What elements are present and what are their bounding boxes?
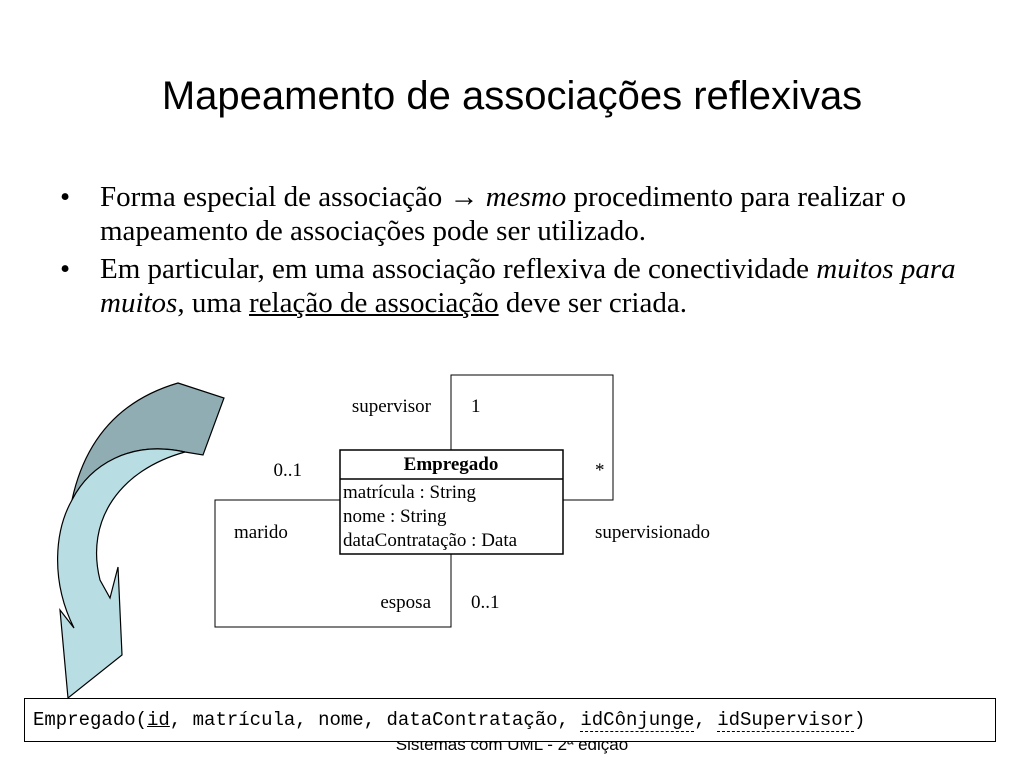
role-esposa: esposa [380,592,431,613]
relation-attribute: nome [318,709,364,731]
bullet-marker: • [60,181,71,213]
relation-separator: , [295,709,319,731]
mult-marido: 0..1 [274,460,303,481]
bullet-text: , uma [177,287,250,319]
relation-separator: , [169,709,193,731]
slide-title: Mapeamento de associações reflexivas [161,74,863,118]
foreign-key: idCônjunge [580,709,695,732]
bullet-underlined: relação de associação [249,287,499,319]
role-marido: marido [234,522,288,543]
bullet-text: Forma especial de associação [100,181,450,213]
bullet-text: procedimento para realizar o mapeamento … [100,181,907,247]
bullet-list: • Forma especial de associação → mesmo p… [60,180,960,324]
mult-supervisor: 1 [471,396,481,417]
class-attribute: matrícula : String [343,482,476,503]
bullet-item: • Em particular, em uma associação refle… [60,252,960,320]
mult-esposa: 0..1 [471,592,500,613]
relation-attribute: matrícula [192,709,296,731]
bullet-text: deve ser criada. [498,287,687,319]
role-supervisor: supervisor [352,396,432,417]
relation-separator: , [363,709,387,731]
class-box [339,449,564,555]
relation-separator: , [557,709,581,731]
mult-supervisionado: * [595,460,605,481]
bullet-emphasis: mesmo [485,181,567,213]
class-attribute: nome : String [343,506,447,527]
relation-name: Empregado( [33,709,148,731]
bullet-item: • Forma especial de associação → mesmo p… [60,180,960,248]
arrow-symbol: → [449,181,479,213]
curved-arrow-light [57,448,186,700]
relation-schema: Empregado(id, matrícula, nome, dataContr… [24,698,996,742]
relation-close: ) [854,709,866,731]
bullet-text: Em particular, em uma associação reflexi… [100,253,817,285]
relation-separator: , [694,709,718,731]
primary-key: id [147,709,170,731]
relation-attribute: dataContratação [386,709,558,731]
class-name: Empregado [404,454,499,475]
bullet-emphasis: muitos para muitos [100,253,956,319]
class-attribute: dataContratação : Data [343,530,518,551]
bullet-marker: • [60,253,71,285]
association-loop-marriage [214,499,452,628]
role-supervisionado: supervisionado [595,522,710,543]
foreign-key: idSupervisor [717,709,855,732]
